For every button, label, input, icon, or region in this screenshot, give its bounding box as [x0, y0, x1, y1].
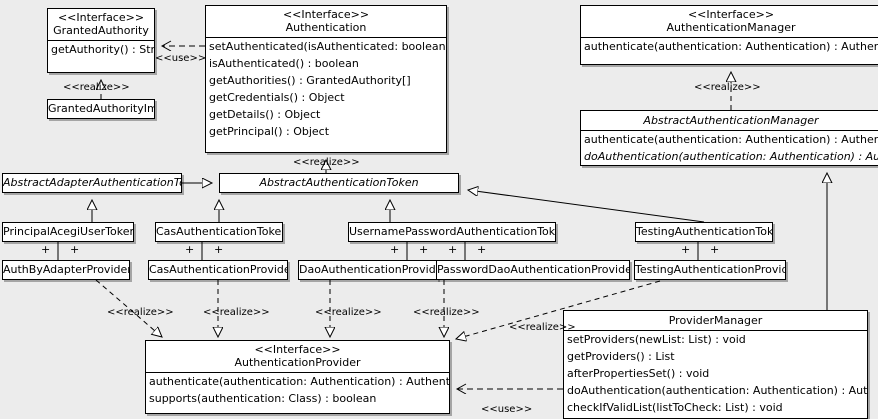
class-name: PasswordDaoAuthenticationProvider: [437, 263, 630, 276]
operation-row: getDetails() : Object: [209, 108, 321, 121]
operation-row: getAuthorities() : GrantedAuthority[]: [209, 74, 411, 87]
class-header: <<Interface>> Authentication: [206, 6, 446, 37]
class-box-cas-authentication-token[interactable]: CasAuthenticationToken: [155, 222, 283, 242]
operations-compartment: setProviders(newList: List) : void getPr…: [564, 331, 867, 416]
multiplicity-passdao-left: +: [448, 243, 458, 256]
multiplicity-testing-right: +: [710, 243, 720, 256]
class-box-cas-authentication-provider[interactable]: CasAuthenticationProvider: [148, 260, 288, 280]
operation-row: getProviders() : List: [567, 350, 675, 363]
operation-row: setProviders(newList: List) : void: [567, 333, 746, 346]
edge-label-realize-granted-authority: <<realize>>: [63, 82, 130, 93]
operation-row: getAuthority() : String: [51, 43, 154, 56]
multiplicity-dao-left: +: [390, 243, 400, 256]
class-box-principal-acegi-user-token[interactable]: PrincipalAcegiUserToken: [2, 222, 134, 242]
edge-label-realize-auth-by-adapter: <<realize>>: [107, 307, 174, 318]
operation-row: isAuthenticated() : boolean: [209, 57, 359, 70]
class-name: TestingAuthenticationToken: [636, 225, 773, 238]
operations-compartment: getAuthority() : String: [48, 41, 154, 58]
multiplicity-principal-right: +: [70, 243, 80, 256]
class-box-testing-authentication-token[interactable]: TestingAuthenticationToken: [635, 222, 773, 242]
divider: [146, 372, 449, 373]
class-name: CasAuthenticationProvider: [149, 263, 288, 276]
class-box-auth-by-adapter-provider[interactable]: AuthByAdapterProvider: [2, 260, 130, 280]
divider: [48, 40, 154, 41]
operation-row: setAuthenticated(isAuthenticated: boolea…: [209, 40, 446, 53]
edge-label-realize-auth-manager: <<realize>>: [694, 82, 761, 93]
operations-compartment: authenticate(authentication: Authenticat…: [581, 38, 878, 55]
operations-compartment: setAuthenticated(isAuthenticated: boolea…: [206, 38, 446, 140]
operations-compartment: authenticate(authentication: Authenticat…: [581, 131, 878, 165]
operation-row: authenticate(authentication: Authenticat…: [584, 40, 878, 53]
multiplicity-dao-right: +: [419, 243, 429, 256]
operation-row: authenticate(authentication: Authenticat…: [584, 133, 878, 146]
operation-row: authenticate(authentication: Authenticat…: [149, 375, 449, 388]
stereotype-label: <<Interface>>: [687, 8, 775, 21]
class-name: GrantedAuthorityImpl: [48, 102, 154, 115]
operation-row: getPrincipal() : Object: [209, 125, 330, 138]
multiplicity-cas-left: +: [185, 243, 195, 256]
class-header: ProviderManager: [564, 311, 867, 330]
class-box-provider-manager[interactable]: ProviderManager setProviders(newList: Li…: [563, 310, 868, 419]
operation-row: getCredentials() : Object: [209, 91, 345, 104]
class-name: AbstractAuthenticationManager: [643, 114, 819, 127]
stereotype-label: <<Interface>>: [254, 343, 341, 356]
class-header: <<Interface>> AuthenticationManager: [581, 6, 878, 37]
multiplicity-cas-right: +: [214, 243, 224, 256]
class-box-dao-authentication-provider[interactable]: DaoAuthenticationProvider: [298, 260, 438, 280]
class-box-abstract-adapter-authentication-token[interactable]: AbstractAdapterAuthenticationToken: [2, 173, 182, 193]
operation-row-abstract: doAuthentication(authentication: Authent…: [584, 150, 878, 163]
class-box-granted-authority[interactable]: <<Interface>> GrantedAuthority getAuthor…: [47, 8, 155, 73]
class-box-granted-authority-impl[interactable]: GrantedAuthorityImpl: [47, 99, 155, 119]
class-name: Authentication: [285, 21, 367, 34]
edge-label-use-provider-manager: <<use>>: [481, 404, 533, 415]
class-box-authentication-manager[interactable]: <<Interface>> AuthenticationManager auth…: [580, 5, 878, 65]
class-name: AuthenticationProvider: [234, 356, 361, 369]
operation-row: checkIfValidList(listToCheck: List) : vo…: [567, 401, 783, 414]
multiplicity-passdao-right: +: [477, 243, 487, 256]
multiplicity-testing-left: +: [681, 243, 691, 256]
divider: [206, 37, 446, 38]
edge-label-use-authentication: <<use>>: [155, 53, 207, 64]
operation-row: doAuthentication(authentication: Authent…: [567, 384, 867, 397]
edge-label-realize-password-dao-provider: <<realize>>: [413, 307, 480, 318]
edge-generalize-testingauthenticationtoken: [468, 190, 705, 223]
edge-label-realize-cas-provider: <<realize>>: [203, 307, 270, 318]
divider: [581, 37, 878, 38]
class-box-authentication-provider[interactable]: <<Interface>> AuthenticationProvider aut…: [145, 340, 450, 414]
class-box-password-dao-authentication-provider[interactable]: PasswordDaoAuthenticationProvider: [436, 260, 630, 280]
class-name: TestingAuthenticationProvider: [635, 263, 786, 276]
class-box-abstract-authentication-manager[interactable]: AbstractAuthenticationManager authentica…: [580, 110, 878, 166]
class-header: <<Interface>> AuthenticationProvider: [146, 341, 449, 372]
operation-row: supports(authentication: Class) : boolea…: [149, 392, 377, 405]
class-box-abstract-authentication-token[interactable]: AbstractAuthenticationToken: [219, 173, 459, 193]
class-name: ProviderManager: [668, 314, 763, 327]
edge-label-realize-dao-provider: <<realize>>: [315, 307, 382, 318]
class-name: UsernamePasswordAuthenticationToken: [349, 225, 556, 238]
multiplicity-principal-left: +: [41, 243, 51, 256]
stereotype-label: <<Interface>>: [57, 11, 145, 24]
class-header: AbstractAuthenticationManager: [581, 111, 878, 130]
class-name: DaoAuthenticationProvider: [299, 263, 438, 276]
operations-compartment: authenticate(authentication: Authenticat…: [146, 373, 449, 407]
divider: [564, 330, 867, 331]
class-box-authentication[interactable]: <<Interface>> Authentication setAuthenti…: [205, 5, 447, 153]
class-name: AbstractAuthenticationToken: [259, 176, 419, 189]
class-name: AbstractAdapterAuthenticationToken: [3, 176, 181, 189]
class-header: <<Interface>> GrantedAuthority: [48, 9, 154, 40]
stereotype-label: <<Interface>>: [282, 8, 370, 21]
edge-label-realize-abstract-auth-token: <<realize>>: [293, 157, 360, 168]
class-box-username-password-authentication-token[interactable]: UsernamePasswordAuthenticationToken: [348, 222, 556, 242]
class-name: AuthenticationManager: [666, 21, 796, 34]
class-name: PrincipalAcegiUserToken: [3, 225, 134, 238]
class-name: AuthByAdapterProvider: [3, 263, 130, 276]
edge-label-realize-testing-provider: <<realize>>: [509, 322, 576, 333]
class-name: GrantedAuthority: [53, 24, 149, 37]
class-box-testing-authentication-provider[interactable]: TestingAuthenticationProvider: [634, 260, 786, 280]
divider: [581, 130, 878, 131]
operation-row: afterPropertiesSet() : void: [567, 367, 710, 380]
class-name: CasAuthenticationToken: [156, 225, 283, 238]
